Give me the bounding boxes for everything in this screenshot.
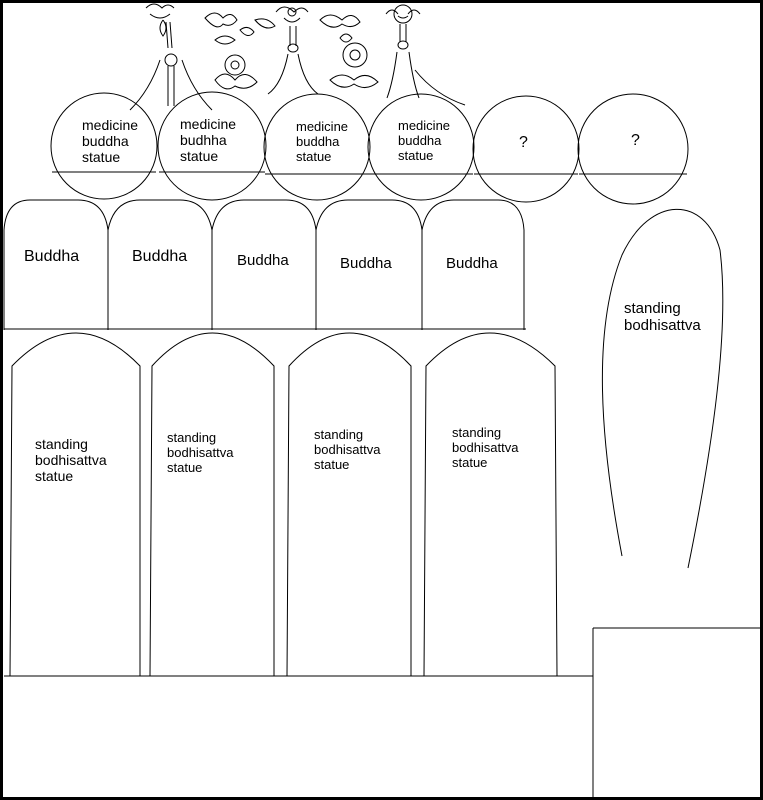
standing-panel-1-line-2: bodhisattva xyxy=(35,452,107,469)
buddha-panel-1-label: Buddha xyxy=(24,248,80,265)
circle-2-line-1: medicine xyxy=(180,116,237,132)
standing-panel-4-outline xyxy=(423,332,558,677)
buddha-panel-2-label: Buddha xyxy=(132,248,188,265)
circle-3-line-2: buddha xyxy=(296,133,340,149)
standing-panel-3-line-3: statue xyxy=(314,456,350,472)
circle-4-line-2: buddha xyxy=(398,132,442,148)
standing-panel-1-label: standing bodhisattva statue xyxy=(35,436,107,484)
circle-1-line-1: medicine xyxy=(82,117,139,133)
standing-panel-3-line-2: bodhisattva xyxy=(314,441,381,457)
buddha-panel-3-outline xyxy=(211,199,317,330)
circle-6 xyxy=(577,93,689,205)
circle-1-line-2: buddha xyxy=(82,133,129,150)
circle-2-label: medicine budhha statue xyxy=(180,116,236,164)
standing-panel-1-line-1: standing xyxy=(35,436,88,452)
buddha-panel-row xyxy=(3,199,526,330)
standing-panel-2-line-2: bodhisattva xyxy=(167,444,234,460)
buddha-panel-1-outline xyxy=(3,199,109,330)
standing-panel-1-line-3: statue xyxy=(35,468,74,485)
circle-1 xyxy=(50,92,158,200)
circle-5 xyxy=(472,95,580,203)
buddha-panel-5-label: Buddha xyxy=(446,255,498,272)
standing-panel-2-line-3: statue xyxy=(167,459,203,475)
circle-1-line-3: statue xyxy=(82,149,121,166)
circle-2-line-2: budhha xyxy=(180,132,227,149)
floral-frieze-decoration xyxy=(129,3,466,111)
buddha-panel-4-label: Buddha xyxy=(340,255,392,272)
standing-panel-4-line-1: standing xyxy=(452,425,502,440)
circle-3 xyxy=(263,93,371,201)
frieze-flowers-1 xyxy=(204,12,276,90)
standing-panel-row xyxy=(9,332,558,677)
circle-3-line-3: statue xyxy=(296,148,332,164)
circle-3-label: medicine buddha statue xyxy=(296,119,349,165)
standing-panel-4-label: standing bodhisattva statue xyxy=(452,425,519,471)
circle-4-label: medicine buddha statue xyxy=(398,118,451,164)
frieze-figure-3 xyxy=(385,4,466,106)
circle-3-line-1: medicine xyxy=(296,119,349,134)
circle-6-label: ? xyxy=(631,132,640,150)
frieze-figure-1 xyxy=(129,3,213,111)
standing-panel-2-label: standing bodhisattva statue xyxy=(167,430,234,476)
tall-figure-label: standing bodhisattva xyxy=(624,300,701,335)
standing-panel-1-outline xyxy=(9,332,141,677)
base-blocks xyxy=(4,627,761,798)
frieze-figure-2 xyxy=(267,6,319,95)
circle-4 xyxy=(367,93,475,201)
buddha-panel-5-outline xyxy=(421,199,525,330)
circle-row xyxy=(50,91,689,205)
standing-panel-3-label: standing bodhisattva statue xyxy=(314,427,381,473)
standing-panel-4-line-3: statue xyxy=(452,454,488,470)
tall-figure-line-2: bodhisattva xyxy=(624,317,701,335)
standing-panel-2-line-1: standing xyxy=(167,430,217,445)
circle-5-line-1: ? xyxy=(519,134,528,151)
tall-figure-line-1: standing xyxy=(624,300,681,317)
circle-4-line-1: medicine xyxy=(398,118,451,133)
circle-6-line-1: ? xyxy=(631,132,640,149)
buddha-panel-2-outline xyxy=(107,199,213,330)
circle-1-label: medicine buddha statue xyxy=(82,117,138,165)
circle-5-label: ? xyxy=(519,134,528,152)
buddha-panel-4-outline xyxy=(315,199,423,330)
buddha-panel-3-label: Buddha xyxy=(237,252,289,269)
circle-4-line-3: statue xyxy=(398,147,434,163)
standing-panel-2-outline xyxy=(149,332,275,677)
circle-2-line-3: statue xyxy=(180,148,219,165)
standing-panel-4-line-2: bodhisattva xyxy=(452,439,519,455)
frieze-flowers-2 xyxy=(319,14,379,88)
standing-panel-3-line-1: standing xyxy=(314,427,364,442)
standing-panel-3-outline xyxy=(286,332,412,677)
circle-2 xyxy=(157,91,267,201)
tall-figure-outline xyxy=(601,208,724,569)
